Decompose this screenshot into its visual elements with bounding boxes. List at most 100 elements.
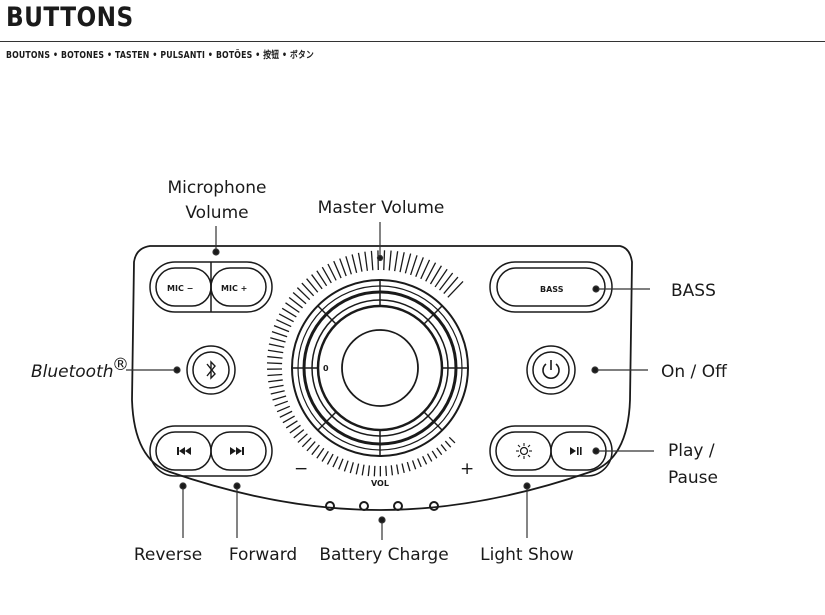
page-subtitle: BOUTONS • BOTONES • TASTEN • PULSANTI • … [6,50,314,61]
volume-tick [338,458,344,470]
page-title: BUTTONS [6,2,134,33]
volume-tick [269,384,284,389]
sun-icon[interactable] [516,443,532,459]
volume-tick [268,379,283,383]
bluetooth-label: Bluetooth [31,362,114,382]
volume-tick [321,450,329,462]
volume-tick [390,465,394,476]
volume-tick [447,280,464,298]
master-volume-dial[interactable]: 0 [291,279,469,457]
control-panel-outline [131,245,633,511]
volume-tick [401,463,405,474]
volume-tick [339,258,347,277]
volume-tick [440,444,447,452]
volume-tick [267,355,283,359]
volume-tick [388,250,392,271]
volume-tick [271,331,288,338]
mic-minus-button[interactable]: MIC − [167,284,193,293]
power-button[interactable] [526,345,576,395]
forward-label: Forward [229,545,297,565]
battery-indicators [325,501,439,511]
volume-tick [349,462,354,474]
volume-tick [276,405,291,413]
volume-tick [306,278,319,293]
bass-label: BASS [671,281,716,301]
volume-tick [355,463,360,475]
volume-tick [288,297,303,309]
volume-tick [267,349,284,354]
volume-tick [394,251,399,272]
volume-tick [270,337,286,343]
volume-tick [268,343,285,348]
volume-tick [415,257,424,277]
volume-tick [439,272,454,291]
volume-tick [301,282,315,297]
volume-tick [426,453,433,462]
light-show-label: Light Show [480,545,574,565]
play-pause-icon[interactable] [570,447,582,455]
volume-tick [396,464,399,475]
bass-button[interactable]: BASS [489,261,613,313]
volume-tick [272,395,287,401]
volume-tick [293,429,305,439]
bass-button-label: BASS [540,285,564,294]
volume-tick [448,436,456,444]
volume-tick [285,420,298,429]
volume-tick [281,307,297,318]
volume-tick [357,252,363,272]
volume-tick [327,263,337,281]
volume-tick [373,465,376,477]
volume-tick [411,460,417,470]
dial-zero-mark: 0 [323,364,329,373]
volume-tick [285,302,300,313]
volume-tick [434,268,448,288]
volume-tick [266,362,283,365]
volume-tick [267,373,283,377]
volume-tick [316,270,328,287]
volume-tick [297,433,308,443]
volume-tick [333,260,342,279]
volume-tick [367,465,371,477]
volume-tick [289,424,301,434]
volume-tick [270,390,285,395]
battery-charge-label: Battery Charge [319,545,448,565]
volume-minus-sign: − [294,459,308,479]
volume-tick [276,319,292,328]
volume-tick [399,252,405,273]
volume-tick [383,250,386,271]
skip-back-icon[interactable] [177,447,191,455]
volume-tick [409,255,418,276]
volume-tick [443,276,459,295]
volume-tick [316,447,325,459]
volume-tick [436,447,443,456]
volume-tick [406,461,411,472]
microphone-volume-label-line1: Microphone [168,178,267,198]
volume-tick [326,453,334,465]
reverse-label: Reverse [134,545,202,565]
volume-tick [420,259,431,280]
volume-tick [364,251,369,271]
play-pause-label-line2: Pause [668,468,718,488]
volume-tick [296,287,311,301]
mic-plus-button[interactable]: MIC + [221,284,247,293]
volume-tick [444,440,452,448]
volume-tick [429,265,442,285]
microphone-volume-label-line2: Volume [185,203,248,223]
volume-tick [417,458,422,468]
volume-tick [345,256,352,275]
bluetooth-button[interactable] [186,345,236,395]
volume-plus-sign: + [460,459,474,479]
volume-tick [273,325,290,333]
volume-tick [311,274,323,290]
volume-tick [274,400,289,407]
skip-forward-icon[interactable] [230,447,244,455]
volume-tick [425,262,437,282]
volume-tick [278,313,294,323]
mic-volume-buttons: MIC − MIC + [149,261,273,313]
on-off-label: On / Off [661,362,728,382]
volume-tick [279,410,293,418]
volume-tick [311,444,320,456]
volume-tick [404,253,412,274]
title-divider [0,41,825,42]
